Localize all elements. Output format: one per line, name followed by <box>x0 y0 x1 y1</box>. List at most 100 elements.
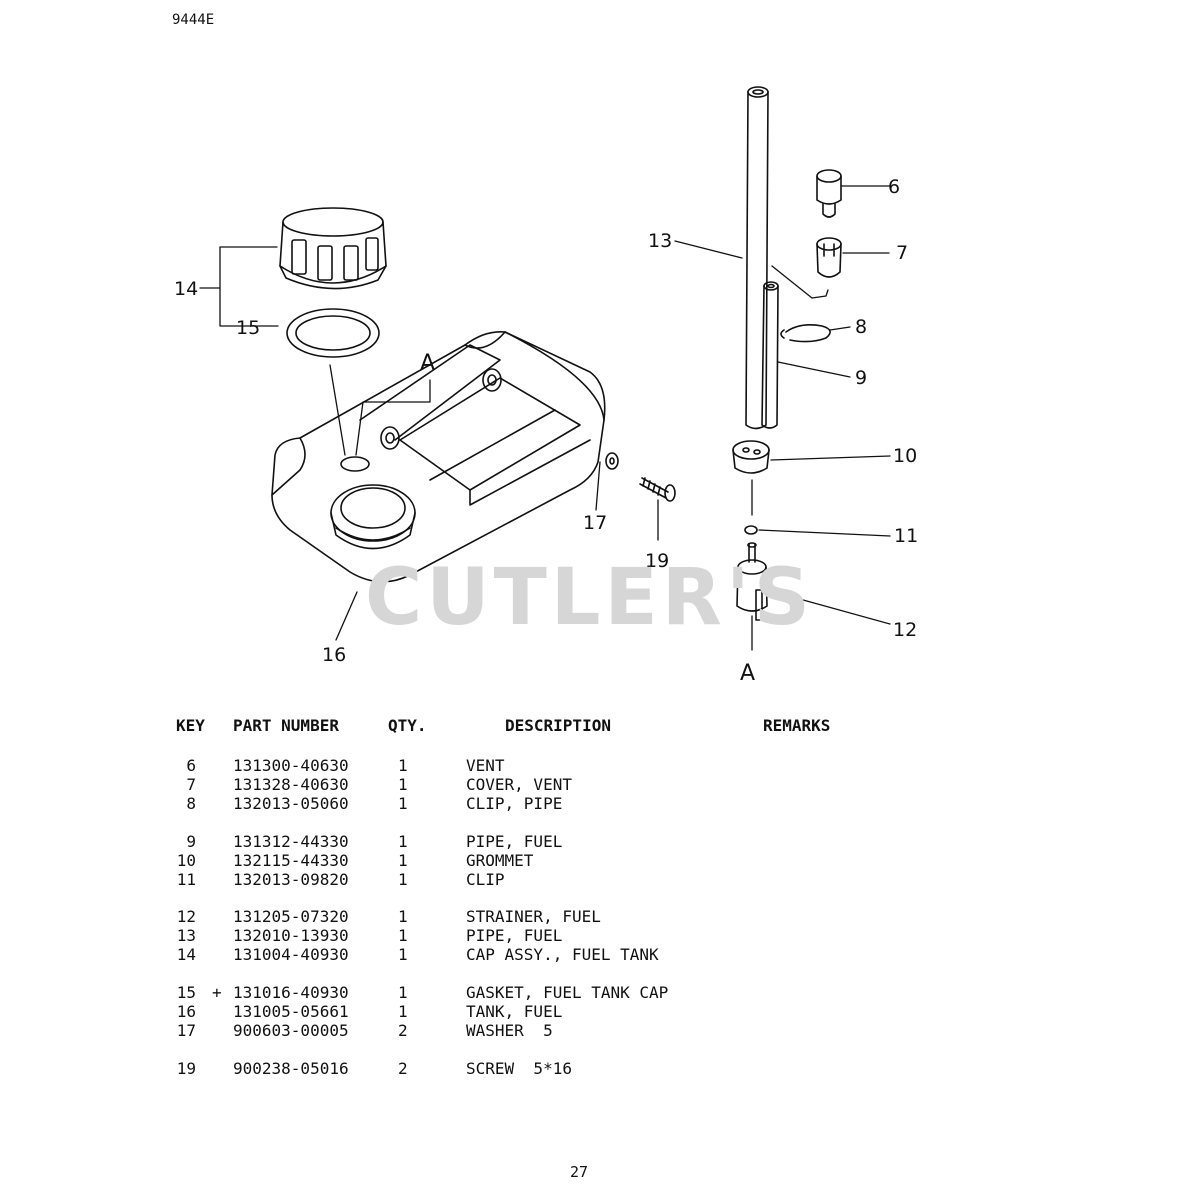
table-row: 11 132013-09820 1 CLIP <box>0 870 1200 889</box>
small-clip-drawing <box>744 525 758 535</box>
cell-part-number: 900603-00005 <box>233 1021 349 1040</box>
table-row: 17 900603-00005 2 WASHER 5 <box>0 1021 1200 1040</box>
cell-key: 11 <box>176 870 196 889</box>
cell-description: CLIP, PIPE <box>466 794 563 813</box>
callout-13: 13 <box>648 230 672 252</box>
callout-19: 19 <box>645 550 669 572</box>
cell-key: 6 <box>186 756 196 775</box>
cell-key: 19 <box>176 1059 196 1078</box>
fuel-tank-drawing <box>271 330 606 583</box>
watermark: CUTLER'S <box>365 553 814 643</box>
grommet-drawing <box>732 440 770 474</box>
cell-key: 16 <box>176 1002 196 1021</box>
pipe-13-drawing <box>745 86 769 430</box>
pipe-9-drawing <box>761 281 779 429</box>
cell-qty: 1 <box>398 870 408 889</box>
cell-qty: 1 <box>398 907 408 926</box>
cell-key: 10 <box>176 851 196 870</box>
cell-key: 13 <box>176 926 196 945</box>
cell-description: GROMMET <box>466 851 534 870</box>
callout-9: 9 <box>855 367 867 389</box>
cell-qty: 1 <box>398 945 408 964</box>
column-header-part-number: PART NUMBER <box>233 716 339 735</box>
cell-description: PIPE, FUEL <box>466 832 563 851</box>
cell-key: 17 <box>176 1021 196 1040</box>
cell-description: STRAINER, FUEL <box>466 907 601 926</box>
callout-7: 7 <box>896 242 908 264</box>
cell-part-number: 131328-40630 <box>233 775 349 794</box>
cell-part-number: 131300-40630 <box>233 756 349 775</box>
cell-qty: 1 <box>398 851 408 870</box>
cell-qty: 1 <box>398 794 408 813</box>
cell-description: CAP ASSY., FUEL TANK <box>466 945 659 964</box>
table-row: 10 132115-44330 1 GROMMET <box>0 851 1200 870</box>
cell-qty: 1 <box>398 775 408 794</box>
callout-10: 10 <box>893 445 917 467</box>
table-row: 7 131328-40630 1 COVER, VENT <box>0 775 1200 794</box>
cell-qty: 1 <box>398 832 408 851</box>
cell-description: PIPE, FUEL <box>466 926 563 945</box>
page-number: 27 <box>570 1163 589 1181</box>
table-row: 9 131312-44330 1 PIPE, FUEL <box>0 832 1200 851</box>
column-header-qty: QTY. <box>388 716 427 735</box>
gasket-drawing <box>286 308 380 358</box>
column-header-description: DESCRIPTION <box>505 716 611 735</box>
table-row: 16 131005-05661 1 TANK, FUEL <box>0 1002 1200 1021</box>
callout-16: 16 <box>322 644 346 666</box>
callout-6: 6 <box>888 176 900 198</box>
document-code: 9444E <box>172 12 215 28</box>
cell-qty: 2 <box>398 1021 408 1040</box>
callout-17: 17 <box>583 512 607 534</box>
cell-key: 9 <box>186 832 196 851</box>
cell-key: 7 <box>186 775 196 794</box>
section-marker-a-tank: A <box>420 351 435 376</box>
callout-14: 14 <box>174 278 198 300</box>
column-header-key: KEY <box>176 716 205 735</box>
callout-11: 11 <box>894 525 918 547</box>
cell-description: COVER, VENT <box>466 775 572 794</box>
cell-part-number: 131312-44330 <box>233 832 349 851</box>
table-row: 12 131205-07320 1 STRAINER, FUEL <box>0 907 1200 926</box>
vent-cover-drawing <box>816 237 842 278</box>
parts-diagram: 6 7 8 9 10 11 12 13 14 15 16 17 19 A A <box>174 86 918 686</box>
table-row: 6 131300-40630 1 VENT <box>0 756 1200 775</box>
cell-part-number: 131005-05661 <box>233 1002 349 1021</box>
cell-description: VENT <box>466 756 505 775</box>
fuel-cap-drawing <box>279 207 387 290</box>
vent-drawing <box>816 169 842 218</box>
callout-15: 15 <box>236 317 260 339</box>
callout-12: 12 <box>893 619 917 641</box>
cell-qty: 1 <box>398 756 408 775</box>
cell-description: TANK, FUEL <box>466 1002 563 1021</box>
table-row: 14 131004-40930 1 CAP ASSY., FUEL TANK <box>0 945 1200 964</box>
cell-qty: 1 <box>398 983 408 1002</box>
washer-drawing <box>605 452 619 470</box>
cell-qty: 2 <box>398 1059 408 1078</box>
screw-drawing <box>639 477 676 502</box>
table-row: 8 132013-05060 1 CLIP, PIPE <box>0 794 1200 813</box>
cell-part-number: 132013-05060 <box>233 794 349 813</box>
cell-part-number: 132013-09820 <box>233 870 349 889</box>
strainer-drawing <box>736 542 768 621</box>
table-row: 13 132010-13930 1 PIPE, FUEL <box>0 926 1200 945</box>
cell-marker: + <box>212 983 222 1002</box>
cell-description: WASHER 5 <box>466 1021 553 1040</box>
cell-key: 12 <box>176 907 196 926</box>
cell-part-number: 132010-13930 <box>233 926 349 945</box>
cell-description: SCREW 5*16 <box>466 1059 572 1078</box>
cell-description: CLIP <box>466 870 505 889</box>
cell-part-number: 131205-07320 <box>233 907 349 926</box>
section-marker-a-strainer: A <box>740 661 755 686</box>
cell-qty: 1 <box>398 1002 408 1021</box>
cell-qty: 1 <box>398 926 408 945</box>
cell-part-number: 132115-44330 <box>233 851 349 870</box>
column-header-remarks: REMARKS <box>763 716 831 735</box>
cell-part-number: 131004-40930 <box>233 945 349 964</box>
callout-8: 8 <box>855 316 867 338</box>
cell-part-number: 131016-40930 <box>233 983 349 1002</box>
cell-key: 8 <box>186 794 196 813</box>
cell-key: 14 <box>176 945 196 964</box>
cell-key: 15 <box>176 983 196 1002</box>
